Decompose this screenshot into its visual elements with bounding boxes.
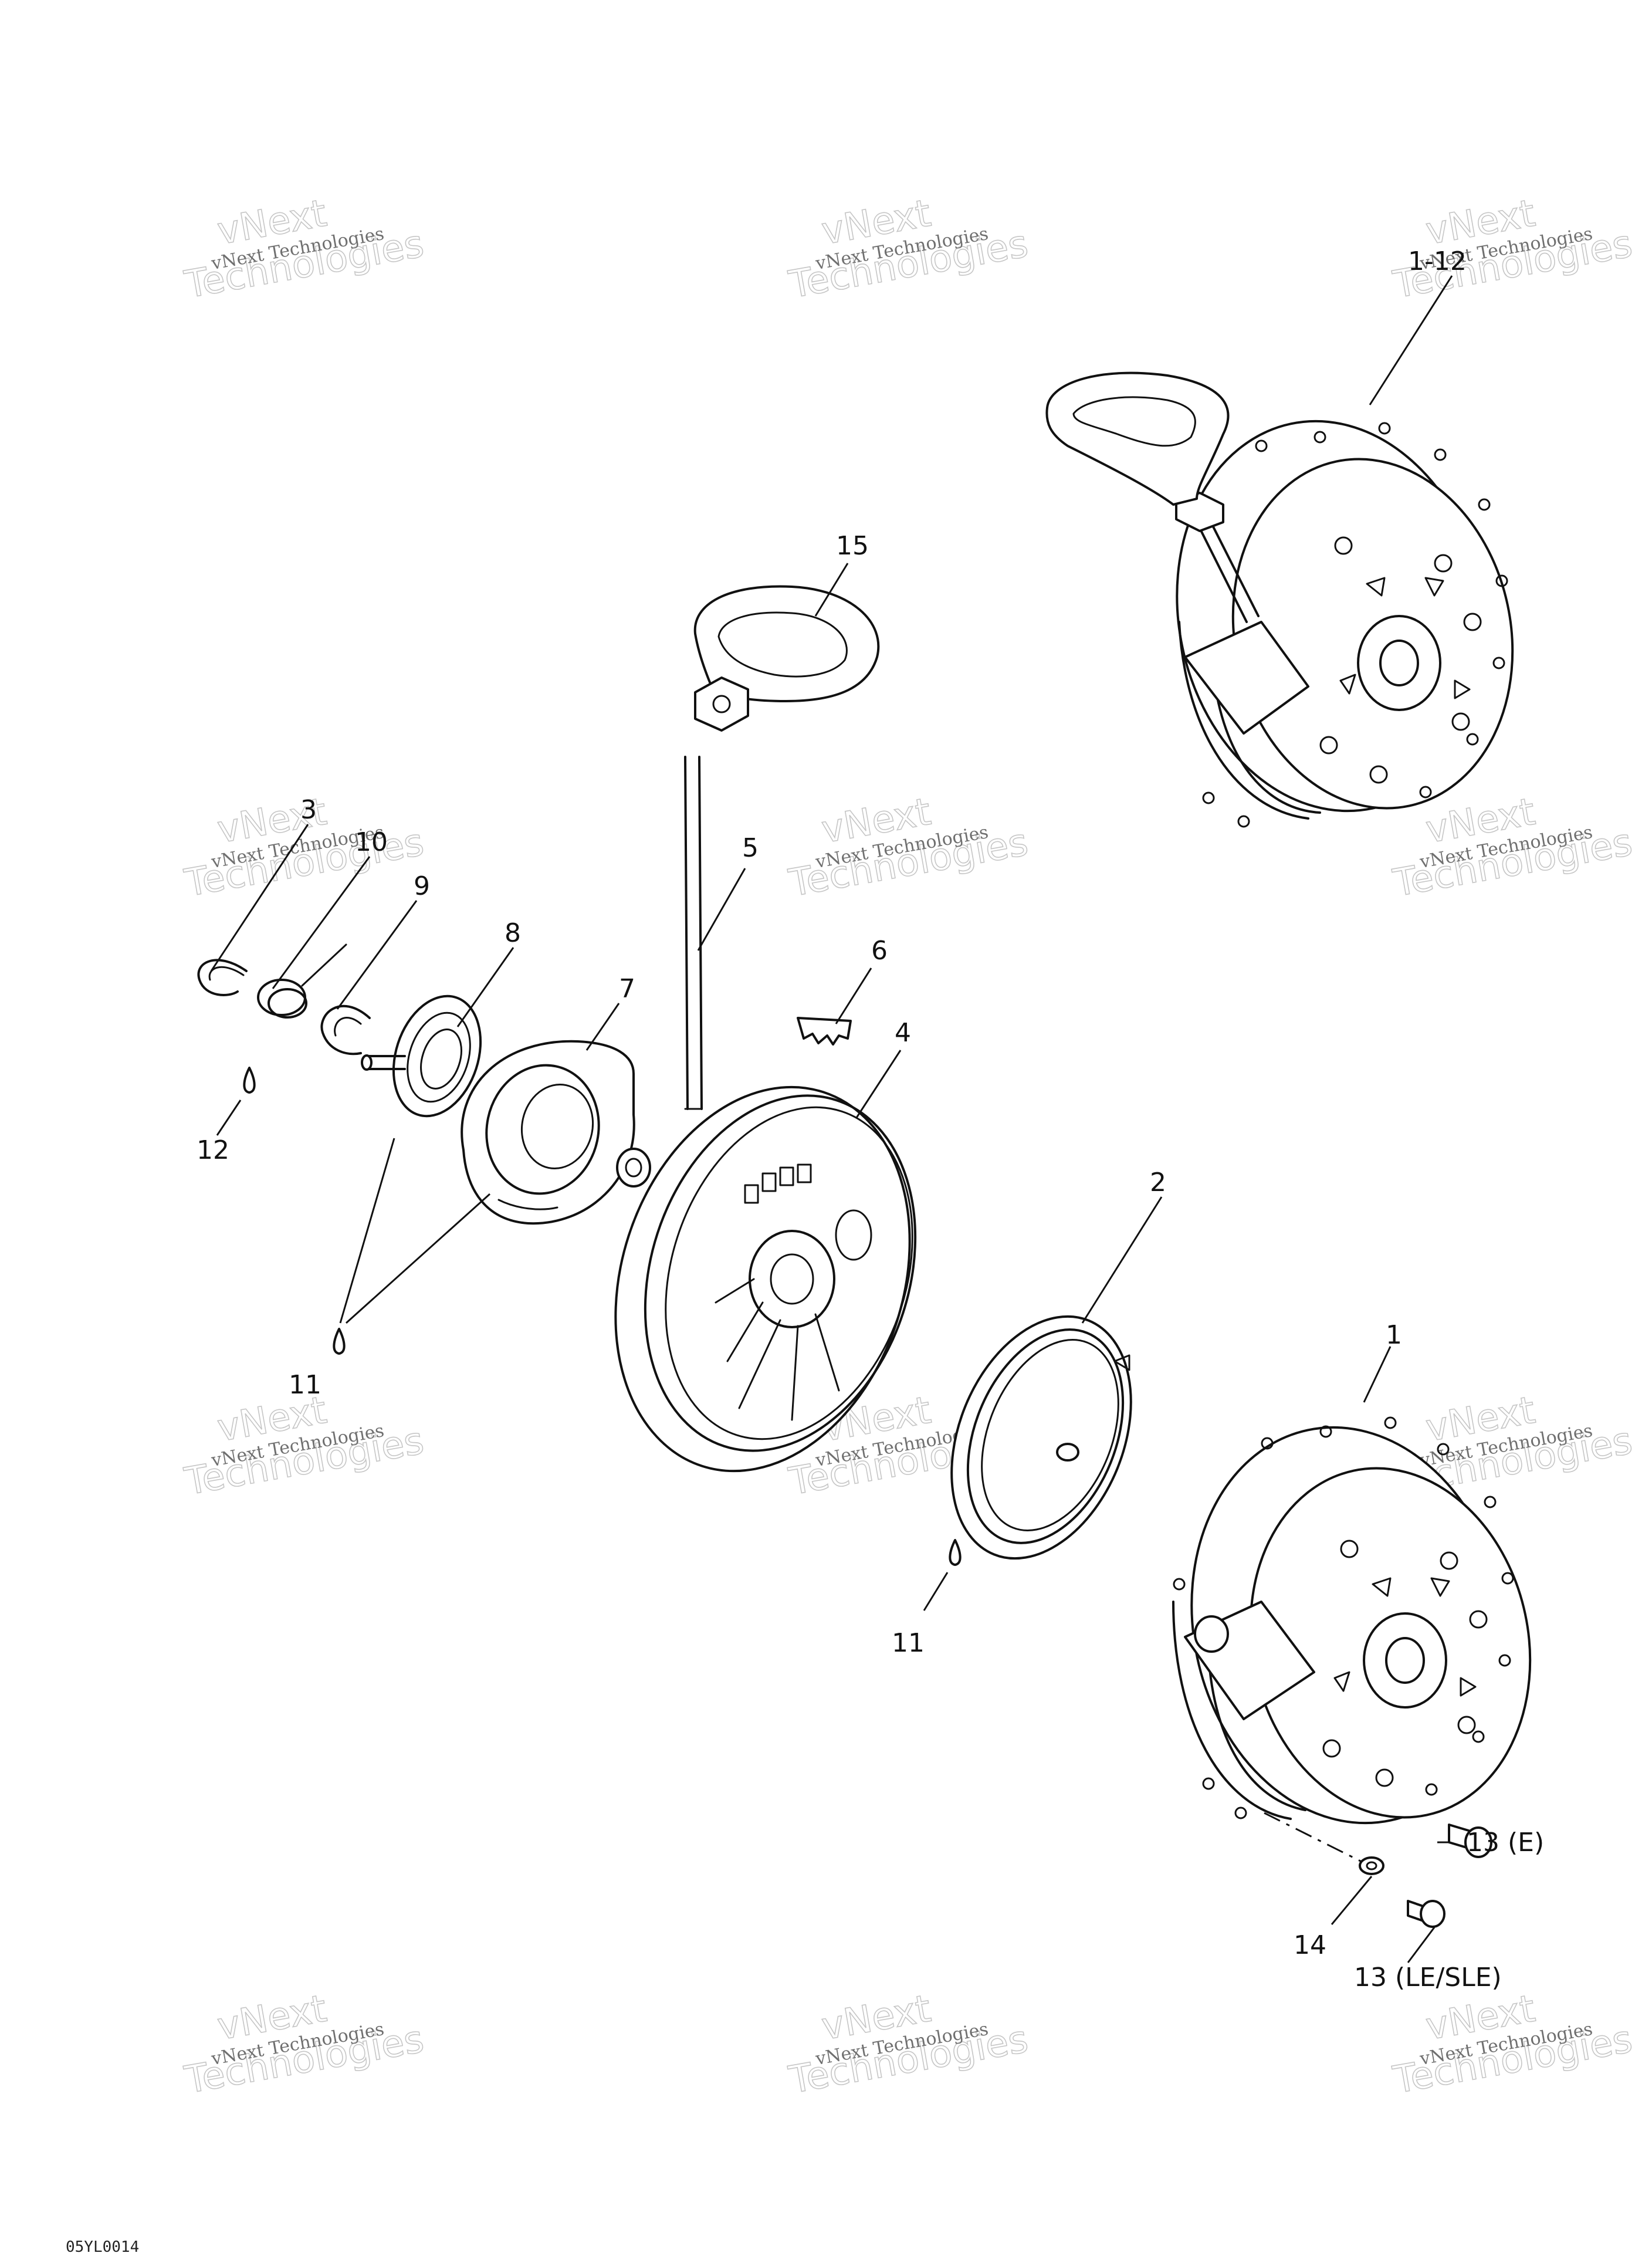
- callout-10: 10: [355, 827, 388, 857]
- callout-6: 6: [871, 936, 888, 966]
- callout-1: 1: [1386, 1320, 1402, 1350]
- parts-13-14-fasteners-drawing: [1359, 1824, 1492, 1928]
- callout-2: 2: [1150, 1168, 1166, 1197]
- callout-13-le-sle: 13 (LE/SLE): [1354, 1963, 1502, 1992]
- drawing-code: 05YL0014: [66, 2238, 139, 2253]
- callout-5: 5: [742, 833, 759, 863]
- part-10-spring-drawing: [257, 943, 347, 1019]
- callout-13-e: 13 (E): [1467, 1828, 1544, 1858]
- part-2-recoil-spring-drawing: [950, 1315, 1132, 1560]
- part-15-handle-drawing: [693, 585, 880, 732]
- grease-drop-drawings: [243, 1067, 962, 1566]
- part-9-clip-drawing: [320, 1004, 371, 1056]
- callout-12: 12: [197, 1135, 229, 1165]
- callout-4: 4: [895, 1018, 911, 1048]
- callout-3: 3: [300, 795, 317, 825]
- callout-labels: 1-12 15 3 10 9 8 5 7 6 4 12 11 2 1 11 13…: [197, 246, 1544, 1992]
- assembled-rewind-starter-drawing: [1045, 371, 1514, 828]
- part-4-rope-pulley-drawing: [614, 1085, 917, 1473]
- part-3-circlip-drawing: [197, 959, 248, 996]
- part-6-pawl-drawing: [797, 1017, 852, 1046]
- part-5-rope-drawing: [684, 756, 703, 1110]
- part-1-starter-housing-drawing: [1172, 1416, 1532, 1864]
- callout-11-left: 11: [289, 1370, 321, 1400]
- callout-leader-lines: [210, 275, 1453, 1963]
- callout-14: 14: [1294, 1930, 1326, 1960]
- callout-1-12: 1-12: [1408, 246, 1467, 276]
- callout-15: 15: [836, 531, 869, 561]
- callout-8: 8: [505, 918, 521, 948]
- callout-9: 9: [414, 871, 430, 901]
- callout-7: 7: [619, 974, 635, 1004]
- callout-11-right: 11: [892, 1628, 925, 1658]
- part-7-cover-plate-drawing: [461, 1040, 651, 1225]
